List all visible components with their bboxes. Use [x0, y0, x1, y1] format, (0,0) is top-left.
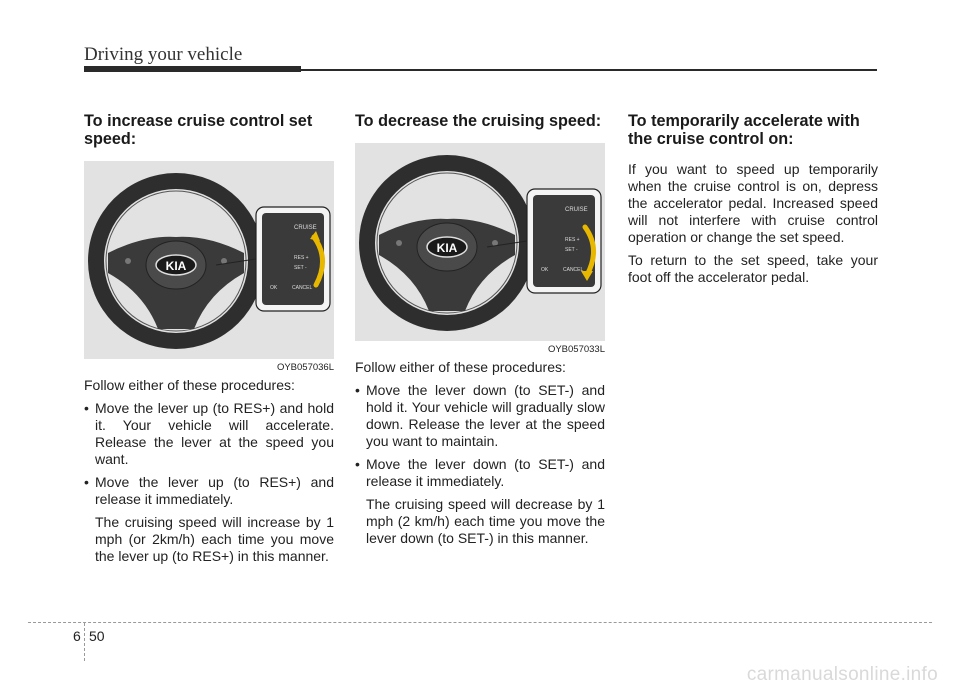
sub-paragraph: The cruising speed will decrease by 1 mp…	[366, 496, 605, 546]
steering-wheel-figure: KIA CRUISE RES + SET - OK CANCEL OYB0570…	[355, 143, 605, 355]
ok-label: OK	[270, 285, 278, 291]
steering-wheel-illustration: KIA CRUISE RES + SET - OK CANCEL	[84, 161, 334, 359]
section-heading: To temporarily accelerate with the cruis…	[628, 112, 860, 148]
page-number: 50	[89, 628, 105, 644]
cancel-label: CANCEL	[563, 267, 584, 273]
sub-paragraph: The cruising speed will increase by 1 mp…	[95, 514, 334, 564]
list-item: Move the lever up (to RES+) and release …	[84, 474, 334, 508]
figure-code: OYB057033L	[547, 344, 605, 355]
column-decrease-speed: To decrease the cruising speed: KIA CRUI…	[355, 112, 605, 547]
header-rule-thin	[301, 69, 877, 71]
column-temporary-accelerate: To temporarily accelerate with the cruis…	[628, 112, 878, 286]
set-label: SET -	[565, 247, 578, 253]
section-heading: To decrease the cruising speed:	[355, 112, 602, 130]
ok-label: OK	[541, 267, 549, 273]
steering-wheel-illustration: KIA CRUISE RES + SET - OK CANCEL	[355, 143, 605, 341]
header-title: Driving your vehicle	[84, 44, 243, 65]
figure-code: OYB057036L	[276, 362, 334, 373]
section-number: 6	[73, 628, 81, 644]
res-label: RES +	[294, 255, 309, 261]
cruise-label: CRUISE	[294, 225, 317, 231]
footer-divider	[84, 623, 85, 661]
intro-text: Follow either of these procedures:	[355, 359, 566, 375]
list-item: Move the lever down (to SET-) and releas…	[355, 456, 605, 490]
res-label: RES +	[565, 237, 580, 243]
section-heading: To increase cruise control set speed:	[84, 112, 313, 148]
kia-logo: KIA	[437, 241, 458, 255]
body-paragraph: To return to the set speed, take your fo…	[628, 252, 878, 285]
list-item: Move the lever down (to SET-) and hold i…	[355, 382, 605, 450]
column-increase-speed: To increase cruise control set speed: KI…	[84, 112, 334, 565]
footer-rule	[28, 622, 932, 623]
intro-text: Follow either of these procedures:	[84, 377, 295, 393]
steering-wheel-figure: KIA CRUISE RES + SET - OK CANCEL OYB0570…	[84, 161, 334, 373]
set-label: SET -	[294, 265, 307, 271]
procedure-list: Move the lever down (to SET-) and hold i…	[355, 382, 605, 490]
body-paragraph: If you want to speed up temporarily when…	[628, 161, 878, 245]
procedure-list: Move the lever up (to RES+) and hold it.…	[84, 400, 334, 508]
cruise-label: CRUISE	[565, 207, 588, 213]
header-rule-thick	[84, 66, 301, 72]
cancel-label: CANCEL	[292, 285, 313, 291]
watermark: carmanualsonline.info	[746, 664, 938, 685]
kia-logo: KIA	[166, 259, 187, 273]
list-item: Move the lever up (to RES+) and hold it.…	[84, 400, 334, 468]
